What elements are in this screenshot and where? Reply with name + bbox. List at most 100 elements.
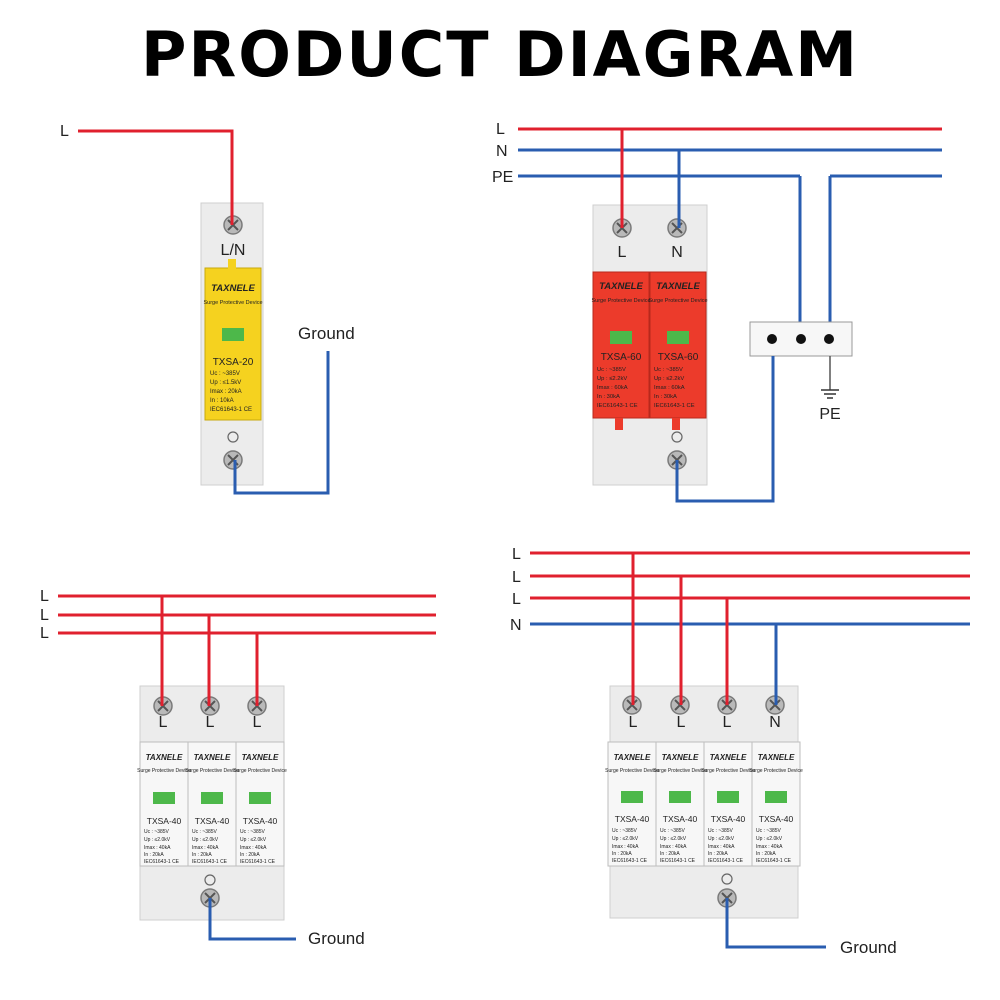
module-text: TAXNELE Surge Protective Device TXSA-40 … xyxy=(653,753,707,864)
spec-line: Up : ≤2.0kV xyxy=(708,836,735,842)
spec-line: Up : ≤2.0kV xyxy=(660,836,687,842)
module-text: TAXNELE Surge Protective Device TXSA-40 … xyxy=(701,753,755,864)
model-label: TXSA-60 xyxy=(601,352,642,363)
model-label: TXSA-60 xyxy=(658,352,699,363)
status-window xyxy=(222,328,244,341)
spec-line: In : 20kA xyxy=(660,851,680,857)
module-subtitle: Surge Protective Device xyxy=(592,298,651,304)
ground-symbol-icon xyxy=(671,431,683,443)
bottom-terminal-screw xyxy=(223,450,243,470)
terminal-label: L xyxy=(677,714,686,731)
status-window xyxy=(667,331,689,344)
brand-label: TAXNELE xyxy=(146,753,183,762)
ground-symbol-icon xyxy=(204,874,216,886)
module-text: TAXNELE Surge Protective Device TXSA-40 … xyxy=(605,753,659,864)
module-subtitle: Surge Protective Device xyxy=(605,768,659,774)
module-subtitle: Surge Protective Device xyxy=(204,300,263,306)
spec-line: In : 10kA xyxy=(210,398,234,404)
ground-label: Ground xyxy=(308,929,365,948)
model-label: TXSA-40 xyxy=(195,816,230,826)
page-title: PRODUCT DIAGRAM xyxy=(141,18,859,91)
brand-label: TAXNELE xyxy=(758,753,795,762)
line-label: L xyxy=(40,588,49,605)
module-text: TAXNELE Surge Protective Device TXSA-40 … xyxy=(749,753,803,864)
panel-single-pole: L/N TAXNELE Surge Protective Device TXSA… xyxy=(60,123,355,495)
brand-label: TAXNELE xyxy=(211,283,255,294)
ground-wire xyxy=(675,356,775,503)
earth-symbol-icon xyxy=(821,389,839,399)
brand-label: TAXNELE xyxy=(662,753,699,762)
model-label: TXSA-20 xyxy=(213,357,254,368)
spec-line: IEC61643-1 CE xyxy=(192,859,228,865)
spec-line: IEC61643-1 CE xyxy=(597,403,638,409)
spec-line: In : 20kA xyxy=(240,852,260,858)
spec-line: Imax : 40kA xyxy=(708,844,735,850)
spec-line: Imax : 40kA xyxy=(756,844,783,850)
panel-three-pole: L L L L L L TAXNELE Surge Protective Dev… xyxy=(40,588,436,948)
panel-four-pole: L L L N L L L N TAXNELE Surge Protective… xyxy=(510,546,970,957)
brand-label: TAXNELE xyxy=(656,281,700,292)
spec-line: Uc : ~385V xyxy=(597,367,626,373)
spec-line: Up : ≤2.0kV xyxy=(192,837,219,843)
spec-line: In : 20kA xyxy=(756,851,776,857)
module-subtitle: Surge Protective Device xyxy=(649,298,708,304)
spec-line: In : 30kA xyxy=(654,394,677,400)
ground-wire xyxy=(725,898,826,949)
module-text: TAXNELE Surge Protective Device TXSA-40 … xyxy=(185,753,239,865)
spec-line: IEC61643-1 CE xyxy=(708,858,744,864)
terminal-label: L xyxy=(629,714,638,731)
model-label: TXSA-40 xyxy=(147,816,182,826)
spec-line: Uc : ~385V xyxy=(612,828,638,834)
terminal-label: L xyxy=(618,244,627,261)
pe-label: PE xyxy=(819,406,840,423)
ground-label: Ground xyxy=(298,324,355,343)
line-label: L xyxy=(40,607,49,624)
module-white xyxy=(607,741,657,867)
spec-line: Up : ≤2.0kV xyxy=(144,837,171,843)
spec-line: In : 20kA xyxy=(612,851,632,857)
line-label: L xyxy=(512,591,521,608)
spec-line: In : 20kA xyxy=(192,852,212,858)
spec-line: Uc : ~385V xyxy=(240,829,266,835)
spec-line: Imax : 40kA xyxy=(612,844,639,850)
brand-label: TAXNELE xyxy=(194,753,231,762)
panel-two-pole: L N PE L N TAXNELE Surge Protective Devi… xyxy=(492,121,942,503)
spec-line: Up : ≤2.0kV xyxy=(240,837,267,843)
spec-line: Uc : ~385V xyxy=(210,371,240,377)
spec-line: IEC61643-1 CE xyxy=(660,858,696,864)
line-label: N xyxy=(510,617,522,634)
spec-line: Uc : ~385V xyxy=(144,829,170,835)
line-label-n: N xyxy=(496,143,508,160)
module-red xyxy=(649,271,707,419)
spec-line: Uc : ~385V xyxy=(654,367,683,373)
line-label-pe: PE xyxy=(492,169,513,186)
spec-line: Imax : 60kA xyxy=(654,385,685,391)
ground-symbol-icon xyxy=(227,431,239,443)
spec-line: Uc : ~385V xyxy=(756,828,782,834)
ground-label: Ground xyxy=(840,938,897,957)
module-subtitle: Surge Protective Device xyxy=(701,768,755,774)
module-text: TAXNELE Surge Protective Device TXSA-40 … xyxy=(233,753,287,865)
status-window xyxy=(610,331,632,344)
brand-label: TAXNELE xyxy=(242,753,279,762)
spec-line: IEC61643-1 CE xyxy=(756,858,792,864)
spec-line: IEC61643-1 CE xyxy=(240,859,276,865)
module-white xyxy=(655,741,705,867)
module-subtitle: Surge Protective Device xyxy=(137,768,191,774)
spec-line: Up : ≤2.0kV xyxy=(756,836,783,842)
module-subtitle: Surge Protective Device xyxy=(233,768,287,774)
module-subtitle: Surge Protective Device xyxy=(185,768,239,774)
ground-symbol-icon xyxy=(721,873,733,885)
brand-label: TAXNELE xyxy=(599,281,643,292)
terminal-label: L xyxy=(159,714,168,731)
module-subtitle: Surge Protective Device xyxy=(653,768,707,774)
module-white xyxy=(751,741,801,867)
spec-line: Imax : 40kA xyxy=(144,845,171,851)
spec-line: Up : ≤2.2kV xyxy=(654,376,684,382)
ground-wire xyxy=(233,351,330,495)
spec-line: Imax : 40kA xyxy=(660,844,687,850)
spec-line: In : 30kA xyxy=(597,394,620,400)
terminal-label: L xyxy=(206,714,215,731)
module-red xyxy=(592,271,650,419)
